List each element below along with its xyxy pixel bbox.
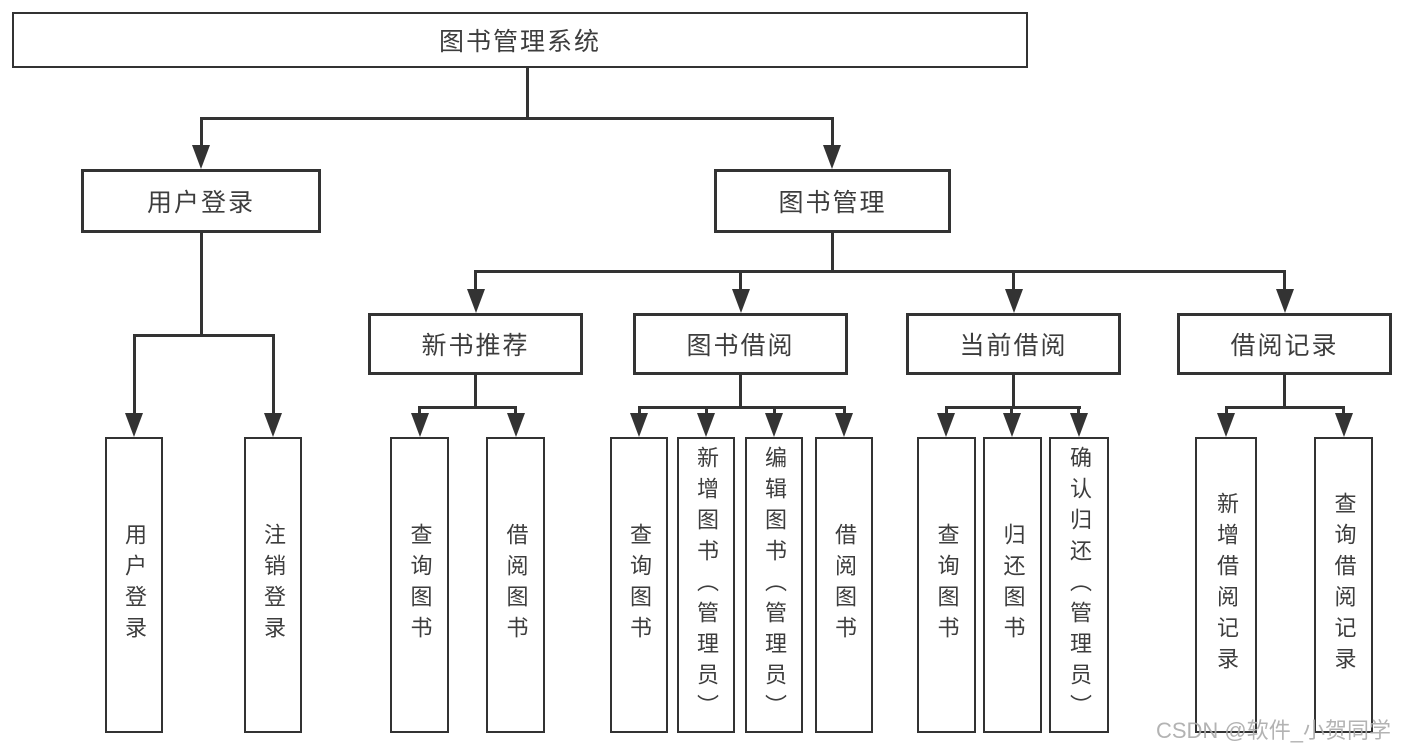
connector-line <box>831 233 834 272</box>
connector-line <box>474 270 477 292</box>
arrow-down-icon <box>192 145 210 169</box>
connector-line <box>638 406 846 409</box>
node-new-book-recommendation: 新书推荐 <box>368 313 583 375</box>
connector-line <box>1012 270 1015 292</box>
leaf-borrow-books-borrowing: 借阅图书 <box>815 437 873 733</box>
arrow-down-icon <box>1003 413 1021 437</box>
connector-line <box>1077 406 1080 417</box>
arrow-down-icon <box>507 413 525 437</box>
connector-line <box>474 375 477 408</box>
connector-line <box>945 406 1081 409</box>
connector-line <box>739 375 742 408</box>
node-user-login: 用户登录 <box>81 169 321 233</box>
connector-line <box>1012 375 1015 408</box>
arrow-down-icon <box>765 413 783 437</box>
node-current-borrowing: 当前借阅 <box>906 313 1121 375</box>
arrow-down-icon <box>1217 413 1235 437</box>
leaf-query-books-borrowing: 查询图书 <box>610 437 668 733</box>
connector-line <box>773 406 776 417</box>
leaf-query-books-current: 查询图书 <box>917 437 976 733</box>
node-library-system: 图书管理系统 <box>12 12 1028 68</box>
connector-line <box>843 406 846 417</box>
connector-line <box>1010 406 1013 417</box>
connector-line <box>638 406 641 417</box>
connector-line <box>945 406 948 417</box>
connector-line <box>526 68 529 119</box>
leaf-borrow-books-recommend: 借阅图书 <box>486 437 545 733</box>
leaf-query-books-recommend: 查询图书 <box>390 437 449 733</box>
leaf-add-books-admin: 新增图书（管理员） <box>677 437 735 733</box>
node-borrowing-records: 借阅记录 <box>1177 313 1392 375</box>
watermark: CSDN @软件_小贺同学 <box>1155 718 1391 743</box>
node-book-borrowing: 图书借阅 <box>633 313 848 375</box>
leaf-query-borrow-record: 查询借阅记录 <box>1314 437 1373 733</box>
connector-line <box>133 334 275 337</box>
arrow-down-icon <box>1005 289 1023 313</box>
arrow-down-icon <box>467 289 485 313</box>
connector-line <box>200 117 834 120</box>
connector-line <box>1283 270 1286 292</box>
connector-line <box>200 117 203 147</box>
arrow-down-icon <box>1335 413 1353 437</box>
arrow-down-icon <box>1070 413 1088 437</box>
connector-line <box>418 406 517 409</box>
connector-line <box>705 406 708 417</box>
connector-line <box>1342 406 1345 417</box>
arrow-down-icon <box>630 413 648 437</box>
connector-line <box>1283 375 1286 408</box>
connector-line <box>1225 406 1228 417</box>
connector-line <box>200 233 203 337</box>
connector-line <box>831 117 834 147</box>
arrow-down-icon <box>1276 289 1294 313</box>
leaf-return-books: 归还图书 <box>983 437 1042 733</box>
leaf-confirm-return-admin: 确认归还（管理员） <box>1049 437 1109 733</box>
arrow-down-icon <box>264 413 282 437</box>
connector-line <box>739 270 742 292</box>
arrow-down-icon <box>823 145 841 169</box>
arrow-down-icon <box>732 289 750 313</box>
node-book-management: 图书管理 <box>714 169 951 233</box>
leaf-add-borrow-record: 新增借阅记录 <box>1195 437 1257 733</box>
arrow-down-icon <box>937 413 955 437</box>
leaf-edit-books-admin: 编辑图书（管理员） <box>745 437 803 733</box>
arrow-down-icon <box>835 413 853 437</box>
connector-line <box>514 406 517 417</box>
arrow-down-icon <box>411 413 429 437</box>
connector-line <box>418 406 421 417</box>
connector-line <box>474 270 1286 273</box>
leaf-logout: 注销登录 <box>244 437 302 733</box>
connector-line <box>133 334 136 417</box>
leaf-user-login: 用户登录 <box>105 437 163 733</box>
arrow-down-icon <box>697 413 715 437</box>
arrow-down-icon <box>125 413 143 437</box>
connector-line <box>272 334 275 417</box>
connector-line <box>1225 406 1345 409</box>
